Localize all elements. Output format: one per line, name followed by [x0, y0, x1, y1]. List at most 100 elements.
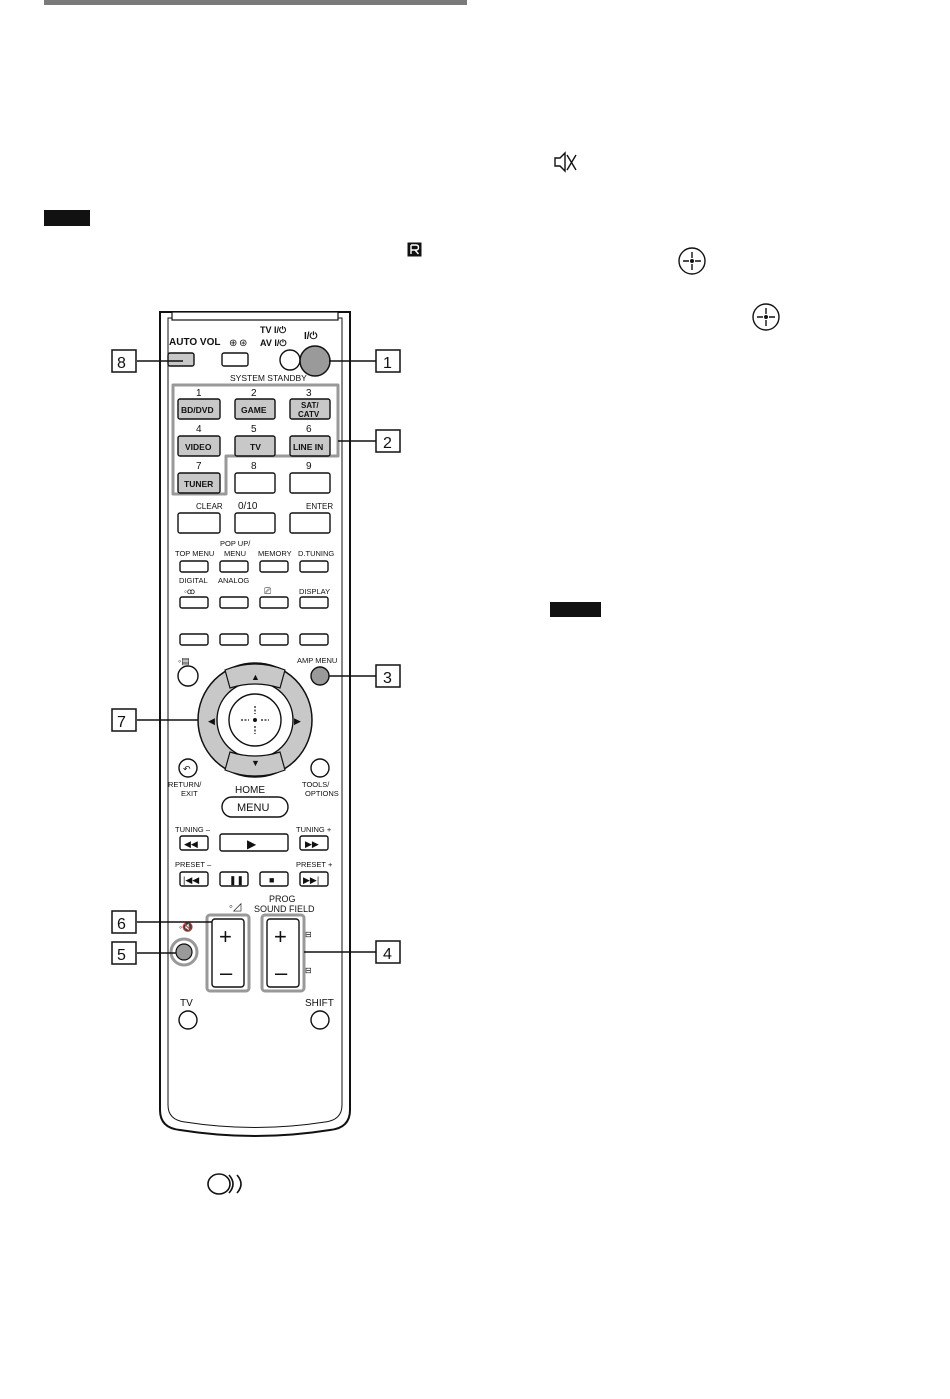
enter-button[interactable] — [289, 512, 331, 534]
callout-5-text: 5 — [117, 947, 126, 964]
subtitle-button[interactable] — [219, 596, 249, 609]
home-label: HOME — [235, 785, 265, 796]
callout-1-text: 1 — [383, 355, 392, 372]
line-in-button[interactable] — [289, 435, 331, 457]
sound-field-plus: + — [274, 924, 287, 949]
volume-rocker[interactable] — [211, 918, 245, 988]
enter-label: ENTER — [306, 502, 333, 511]
callout-8 — [111, 349, 137, 373]
sound-field-group-frame — [260, 913, 306, 993]
page-up-icon: ⊟ — [305, 930, 312, 939]
preset-plus-label: PRESET + — [296, 860, 333, 869]
analog-label: ANALOG — [218, 576, 249, 585]
callout-4-text: 4 — [383, 946, 392, 963]
header-bar — [44, 0, 467, 5]
d-tuning-button[interactable] — [299, 560, 329, 573]
line-in-label: LINE IN — [293, 442, 323, 452]
tv-input-button[interactable] — [234, 435, 276, 457]
callout-5 — [111, 941, 137, 965]
top-menu-button[interactable] — [179, 560, 209, 573]
arrow-up-icon: ▲ — [251, 672, 260, 682]
nav-down-button[interactable] — [224, 751, 286, 777]
stop-icon: ■ — [269, 875, 274, 885]
num-1-label: 1 — [196, 388, 202, 399]
callout-3 — [375, 664, 401, 688]
callout-6-text: 6 — [117, 916, 126, 933]
note-tag-right — [550, 602, 601, 617]
tv-button[interactable] — [178, 1010, 198, 1030]
svg-text:⊛: ⊛ — [239, 338, 247, 349]
play-button[interactable] — [219, 833, 289, 852]
tuning-plus-label: TUNING + — [296, 825, 332, 834]
tv-av-power-button[interactable] — [279, 349, 301, 371]
num-8-label: 8 — [251, 461, 257, 472]
clear-button[interactable] — [177, 512, 221, 534]
nav-up-button[interactable] — [224, 663, 286, 689]
auto-vol-label: AUTO VOL — [169, 337, 220, 348]
prev-button[interactable] — [179, 871, 209, 887]
stop-button[interactable] — [259, 871, 289, 887]
top-menu-label: TOP MENU — [175, 549, 214, 558]
display-label: DISPLAY — [299, 587, 330, 596]
popup-menu-button[interactable] — [219, 560, 249, 573]
video-label: VIDEO — [185, 442, 212, 452]
game-label: GAME — [241, 405, 267, 415]
menu-button[interactable] — [221, 796, 289, 818]
note-tag — [44, 210, 90, 226]
num-6-label: 6 — [306, 424, 312, 435]
tuner-button[interactable] — [177, 472, 221, 494]
volume-plus: + — [219, 924, 232, 949]
clear-label: CLEAR — [196, 502, 223, 511]
fast-forward-button[interactable] — [299, 835, 329, 851]
callout-6 — [111, 910, 137, 934]
option-menu-button[interactable] — [177, 665, 199, 687]
color-button-1[interactable] — [179, 633, 209, 646]
callout-1 — [375, 349, 401, 373]
tools-options-button[interactable] — [310, 758, 330, 778]
display-button[interactable] — [299, 596, 329, 609]
power-label: I/⏻ — [304, 330, 318, 342]
callout-7-text: 7 — [117, 714, 126, 731]
tuning-minus-label: TUNING – — [175, 825, 211, 834]
color-button-4[interactable] — [299, 633, 329, 646]
angle-button[interactable] — [259, 596, 289, 609]
play-icon: ▶ — [247, 837, 257, 851]
prev-icon: |◀◀ — [183, 875, 199, 885]
sat-catv-button[interactable] — [289, 398, 331, 420]
num-0-button[interactable] — [234, 512, 276, 534]
pause-button[interactable] — [219, 871, 249, 887]
num-9-label: 9 — [306, 461, 312, 472]
page-down-icon: ⊟ — [305, 966, 312, 975]
shift-button[interactable] — [310, 1010, 330, 1030]
volume-icon: ◦◿ — [229, 901, 242, 913]
power-button[interactable] — [299, 345, 331, 377]
return-exit-button[interactable] — [178, 758, 198, 778]
num-3-label: 3 — [306, 388, 312, 399]
mute-button[interactable] — [175, 943, 193, 961]
return-icon: ↶ — [183, 764, 191, 774]
rewind-button[interactable] — [179, 835, 209, 851]
input-group-frame — [171, 383, 340, 496]
color-button-2[interactable] — [219, 633, 249, 646]
memory-button[interactable] — [259, 560, 289, 573]
amp-menu-button[interactable] — [310, 666, 330, 686]
game-button[interactable] — [234, 398, 276, 420]
audio-button[interactable] — [179, 596, 209, 609]
next-button[interactable] — [299, 871, 329, 887]
tv-label: TV — [180, 998, 193, 1009]
video-button[interactable] — [177, 435, 221, 457]
multiplex-icon — [205, 1172, 251, 1196]
mute-icon — [552, 150, 578, 174]
arrow-down-icon: ▼ — [251, 758, 260, 768]
next-icon: ▶▶| — [303, 875, 319, 885]
auto-vol-button[interactable] — [167, 352, 195, 367]
input-mode-button[interactable] — [221, 352, 249, 367]
num-2-label: 2 — [251, 388, 257, 399]
callout-2 — [375, 429, 401, 453]
num-8-button[interactable] — [234, 472, 276, 494]
sound-field-rocker[interactable] — [266, 918, 300, 988]
color-button-3[interactable] — [259, 633, 289, 646]
num-9-button[interactable] — [289, 472, 331, 494]
bd-dvd-button[interactable] — [177, 398, 221, 420]
